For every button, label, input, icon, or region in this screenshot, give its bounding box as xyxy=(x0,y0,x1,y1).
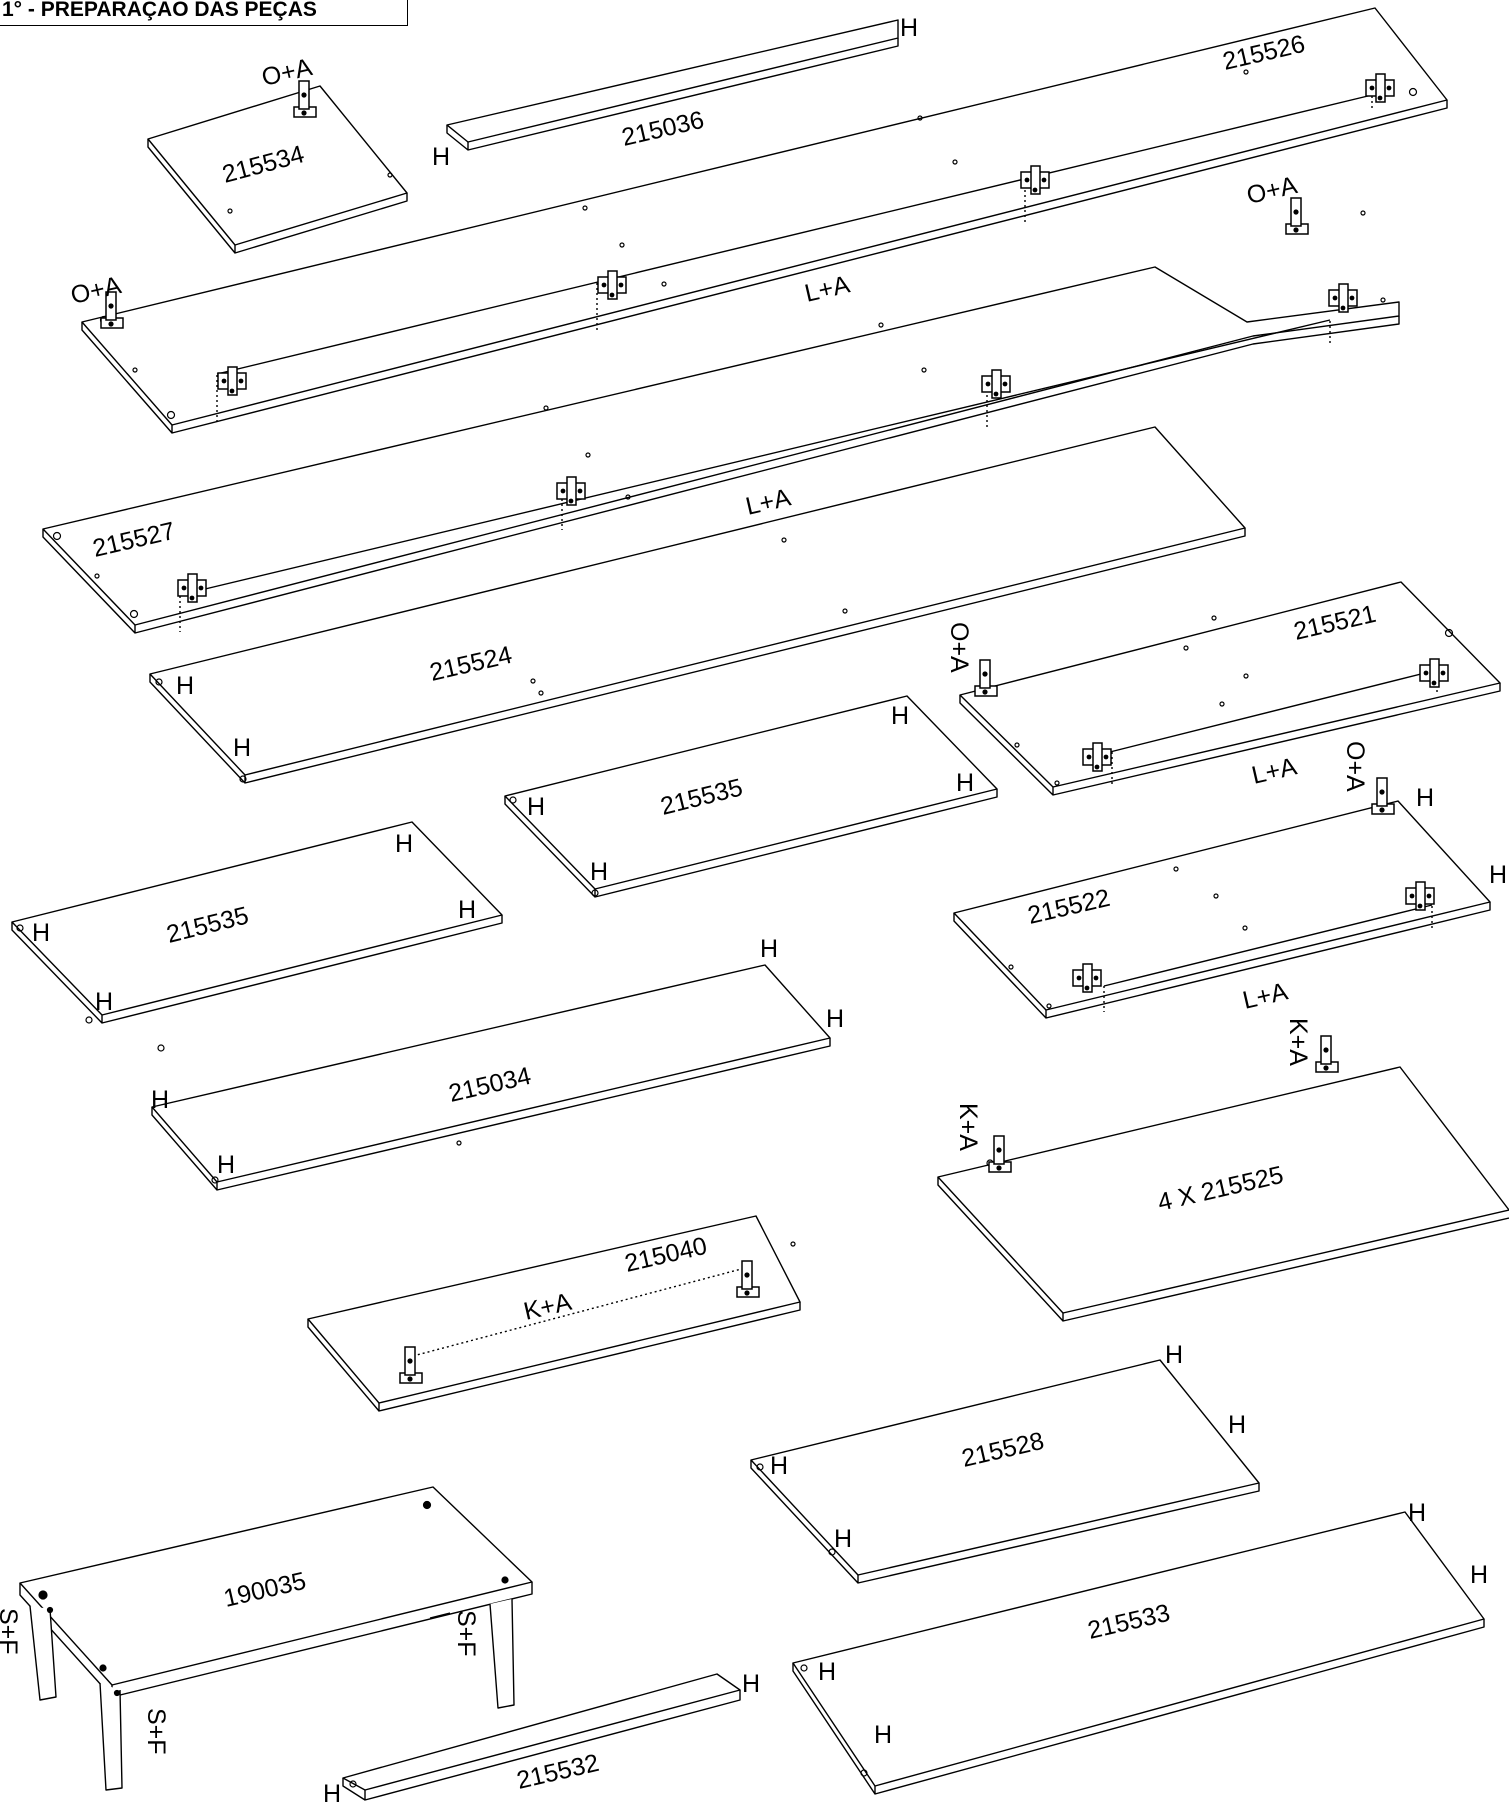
code-ka: K+A xyxy=(954,1103,982,1151)
code-h: H xyxy=(818,1658,836,1686)
code-h: H xyxy=(323,1780,341,1802)
code-la: L+A xyxy=(743,483,794,521)
panel-215521 xyxy=(959,581,1501,796)
bracket-icon xyxy=(988,1135,1012,1173)
panel-215036 xyxy=(446,19,899,151)
code-h: H xyxy=(891,702,909,730)
panel-190035 xyxy=(19,1486,533,1791)
panel-215528 xyxy=(750,1359,1260,1584)
code-h: H xyxy=(527,793,545,821)
code-h: H xyxy=(95,988,113,1016)
page-title: 1° - PREPARAÇÃO DAS PEÇAS xyxy=(0,0,408,26)
panel-215534 xyxy=(147,85,408,254)
panel-215532 xyxy=(342,1673,741,1801)
code-h: H xyxy=(1165,1341,1183,1369)
code-h: H xyxy=(176,672,194,700)
code-h: H xyxy=(217,1151,235,1179)
label-215532: 215532 xyxy=(514,1749,602,1795)
code-h: H xyxy=(956,769,974,797)
panel-215040 xyxy=(307,1215,801,1412)
code-la: L+A xyxy=(1249,752,1300,790)
code-h: H xyxy=(151,1086,169,1114)
code-h: H xyxy=(742,1670,760,1698)
code-oa: O+A xyxy=(1341,741,1369,792)
code-h: H xyxy=(395,830,413,858)
bracket-icon xyxy=(974,659,998,697)
label-215036: 215036 xyxy=(619,106,707,152)
panel-215522 xyxy=(953,800,1491,1019)
code-h: H xyxy=(1489,861,1507,889)
code-h: H xyxy=(432,143,450,171)
code-sf: S+F xyxy=(142,1708,170,1755)
code-la: L+A xyxy=(802,270,853,308)
code-sf: S+F xyxy=(452,1610,480,1657)
code-h: H xyxy=(1228,1411,1246,1439)
code-h: H xyxy=(770,1452,788,1480)
code-h: H xyxy=(458,896,476,924)
bracket-icon xyxy=(1315,1035,1339,1073)
code-ka: K+A xyxy=(1284,1018,1312,1066)
panel-215535-b xyxy=(11,821,503,1024)
code-h: H xyxy=(1416,784,1434,812)
code-h: H xyxy=(834,1525,852,1553)
code-h: H xyxy=(874,1721,892,1749)
bracket-icon xyxy=(1285,197,1309,235)
code-h: H xyxy=(590,858,608,886)
code-h: H xyxy=(760,935,778,963)
code-h: H xyxy=(826,1005,844,1033)
panel-215525 xyxy=(937,1066,1509,1322)
panel-215527 xyxy=(42,266,1400,634)
panel-215034 xyxy=(151,964,831,1191)
code-h: H xyxy=(1470,1561,1488,1589)
code-h: H xyxy=(1408,1499,1426,1527)
holes xyxy=(16,69,1454,1788)
panel-215535-a xyxy=(504,695,998,898)
code-h: H xyxy=(900,14,918,42)
bracket-icon xyxy=(1371,777,1395,815)
code-sf: S+F xyxy=(0,1608,22,1655)
panel-215533 xyxy=(792,1511,1485,1795)
code-h: H xyxy=(233,734,251,762)
code-oa: O+A xyxy=(945,622,973,673)
panel-215526 xyxy=(81,7,1448,434)
code-la: L+A xyxy=(1240,977,1291,1015)
code-h: H xyxy=(32,919,50,947)
